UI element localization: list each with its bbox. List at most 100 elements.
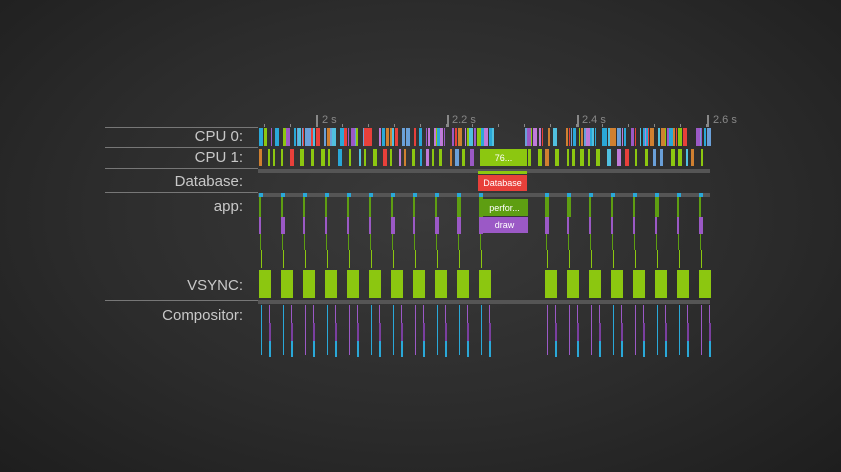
row-label-cpu1: CPU 1: [194, 149, 243, 166]
compositor-tick [371, 305, 372, 355]
cpu0-slice [640, 128, 641, 146]
app-sub-tick [414, 234, 415, 250]
compositor-tick [709, 341, 711, 357]
app-sub-tick [657, 250, 658, 268]
app-draw-tick [633, 217, 635, 234]
vsync-pulse [435, 270, 447, 298]
app-sub-tick [679, 250, 680, 268]
cpu0-slice [622, 128, 623, 146]
cpu0-slice [650, 128, 654, 146]
ruler-minor-tick [394, 124, 395, 127]
compositor-tick [335, 305, 336, 323]
app-sub-tick [370, 234, 371, 250]
cpu1-slice [364, 149, 366, 166]
app-sub-tick [393, 250, 394, 268]
app-draw-tick [699, 217, 703, 234]
compositor-tick [643, 305, 644, 323]
app-draw-tick [567, 217, 569, 234]
cpu0-slice [584, 128, 586, 146]
cpu0-slice [455, 128, 457, 146]
cpu0-slice [579, 128, 580, 146]
compositor-tick [547, 305, 548, 355]
compositor-tick [621, 341, 623, 357]
app-sub-tick [305, 250, 306, 268]
cpu1-slice [300, 149, 304, 166]
compositor-tick [709, 323, 711, 341]
cpu0-slice [402, 128, 405, 146]
compositor-tick [445, 323, 447, 341]
app-sub-tick [480, 234, 481, 250]
app-sub-tick [590, 234, 591, 250]
compositor-tick [687, 323, 689, 341]
cpu0-slice [259, 128, 261, 146]
app-frame-marker [369, 193, 373, 197]
ruler-minor-tick [576, 124, 577, 127]
cpu0-slice [608, 128, 610, 146]
cpu1-slice [635, 149, 637, 166]
compositor-tick [709, 305, 710, 323]
compositor-tick [687, 305, 688, 323]
app-perform-slice[interactable]: perfor... [481, 199, 528, 216]
cpu0-slice [477, 128, 481, 146]
cpu0-slice [332, 128, 336, 146]
cpu1-slice [281, 149, 283, 166]
database-slice[interactable]: Database [478, 175, 527, 191]
app-frame-marker [391, 193, 395, 197]
compositor-tick [357, 305, 358, 323]
app-sub-tick [348, 234, 349, 250]
app-sub-tick [436, 234, 437, 250]
app-frame-marker [699, 193, 703, 197]
cpu1-slice [671, 149, 675, 166]
ruler-label: 2.2 s [452, 114, 476, 126]
app-draw-tick [391, 217, 395, 234]
cpu0-slice [436, 128, 437, 146]
vsync-pulse [457, 270, 469, 298]
ruler-minor-tick [602, 124, 603, 127]
cpu1-slice [545, 149, 549, 166]
cpu1-slice [412, 149, 415, 166]
cpu0-slice [395, 128, 398, 146]
cpu1-slice [321, 149, 325, 166]
app-sub-tick [612, 234, 613, 250]
vsync-pulse [369, 270, 381, 298]
ruler-minor-tick [628, 124, 629, 127]
compositor-tick [555, 341, 557, 357]
cpu0-slice [573, 128, 576, 146]
ruler-minor-tick [264, 124, 265, 127]
cpu0-slice [363, 128, 364, 146]
cpu1-slice [555, 149, 559, 166]
compositor-tick [313, 323, 315, 341]
app-perform-tick [413, 197, 415, 217]
cpu1-slice [328, 149, 330, 166]
compositor-tick [555, 323, 557, 341]
cpu0-slice [444, 128, 445, 146]
cpu0-slice [452, 128, 454, 146]
cpu1-slice [567, 149, 569, 166]
cpu1-long-slice[interactable]: 76... [480, 149, 527, 166]
cpu0-slice [368, 128, 372, 146]
separator [105, 300, 258, 301]
app-sub-tick [459, 250, 460, 268]
cpu1-slice [383, 149, 387, 166]
cpu0-slice [646, 128, 648, 146]
cpu0-slice [489, 128, 492, 146]
cpu0-slice [527, 128, 531, 146]
cpu0-slice [379, 128, 381, 146]
app-draw-slice[interactable]: draw [481, 217, 528, 233]
cpu0-slice [469, 128, 473, 146]
app-frame-marker [457, 193, 461, 197]
cpu1-slice [686, 149, 688, 166]
vsync-pulse [281, 270, 293, 298]
compositor-tick [335, 323, 337, 341]
cpu0-slice [548, 128, 550, 146]
row-label-database: Database: [174, 173, 243, 190]
compositor-tick [305, 305, 306, 355]
row-label-cpu0: CPU 0: [194, 128, 243, 145]
vsync-pulse [325, 270, 337, 298]
app-sub-tick [304, 234, 305, 250]
compositor-tick [599, 323, 601, 341]
cpu1-slice [678, 149, 682, 166]
compositor-tick [613, 305, 614, 355]
cpu0-slice [631, 128, 634, 146]
cpu0-slice [458, 128, 462, 146]
